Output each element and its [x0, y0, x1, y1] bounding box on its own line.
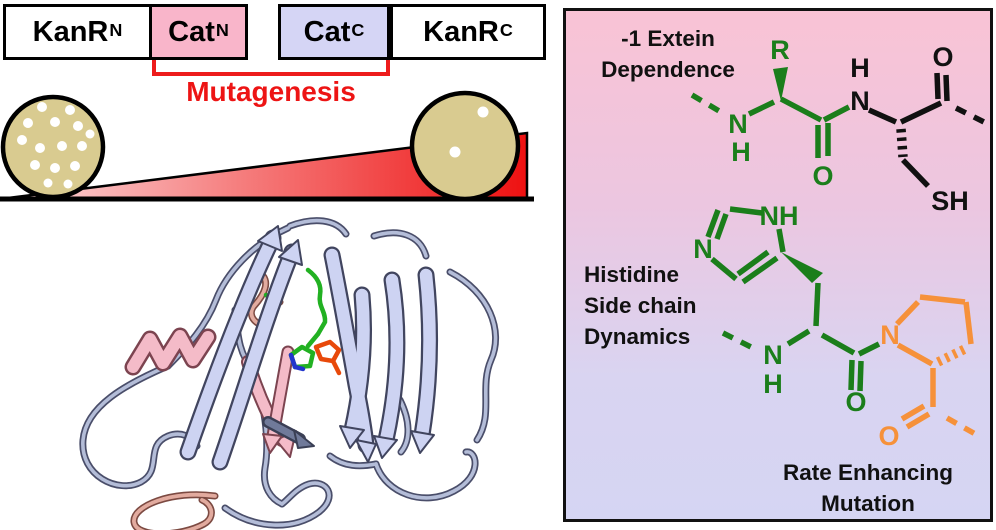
histidine-dynamics-label: Histidine Side chain Dynamics: [584, 262, 697, 349]
atom-N: N: [763, 340, 783, 370]
histidine-proline-structure: NH N N H O N O: [693, 201, 979, 451]
wedge-bond-R: [773, 67, 788, 101]
gene-box-label: KanR: [423, 15, 499, 48]
atom-H: H: [763, 369, 783, 399]
petri-dish-few-colonies: [409, 90, 521, 202]
atom-SH: SH: [931, 186, 969, 216]
atom-N: N: [693, 234, 713, 264]
selection-ramp-graphic: [0, 90, 534, 202]
active-site-sticks: [288, 267, 342, 376]
peptide-dash-left: [690, 92, 728, 118]
atom-NH: NH: [760, 201, 799, 231]
gene-box-sup: C: [351, 19, 365, 40]
atom-O: O: [932, 42, 953, 72]
histidine-stick: [288, 267, 328, 370]
mutation-stick: [313, 339, 342, 376]
protein-beta-strands: [179, 225, 438, 471]
protein-structure: [79, 217, 499, 530]
wedge-bond-his: [781, 252, 823, 283]
colonies-left: [17, 102, 95, 189]
mutagenesis-label: Mutagenesis: [186, 76, 356, 107]
peptide-dash-his: [721, 330, 757, 352]
atom-O: O: [812, 161, 833, 191]
atom-O: O: [878, 421, 899, 451]
mechanism-panel: -1 Extein Dependence Histidine Side chai…: [563, 8, 993, 522]
peptide-dash-right: [954, 105, 990, 127]
gene-box-sup: C: [499, 19, 513, 40]
atom-H: H: [731, 137, 751, 167]
atom-N: N: [880, 320, 900, 350]
hash-wedge-pro: [935, 343, 970, 367]
atom-H: H: [850, 53, 870, 83]
extein-structure: R N H O H N O SH: [690, 35, 990, 216]
extein-dependence-label: -1 Extein Dependence: [601, 26, 735, 82]
gene-box-label: Cat: [168, 15, 215, 48]
rate-enhancing-label: Rate Enhancing Mutation: [782, 460, 954, 516]
gene-box-sup: N: [109, 19, 123, 40]
gene-box-label: KanR: [32, 15, 109, 48]
petri-dish-many-colonies: [0, 94, 106, 200]
peptide-dash-pro: [945, 415, 979, 438]
hash-wedge-cys: [896, 128, 908, 158]
atom-N: N: [728, 109, 748, 139]
histidine-nitrogens: [288, 352, 306, 372]
colonies-right: [449, 106, 489, 158]
protein-helix: [124, 327, 217, 376]
gene-box-sup: N: [215, 19, 229, 40]
atom-O: O: [845, 387, 866, 417]
atom-R: R: [770, 35, 790, 65]
mutagenesis-bracket: [152, 60, 390, 76]
atom-N: N: [850, 86, 870, 116]
gene-box-label: Cat: [303, 15, 351, 48]
chemical-structures: R N H O H N O SH: [690, 35, 990, 451]
